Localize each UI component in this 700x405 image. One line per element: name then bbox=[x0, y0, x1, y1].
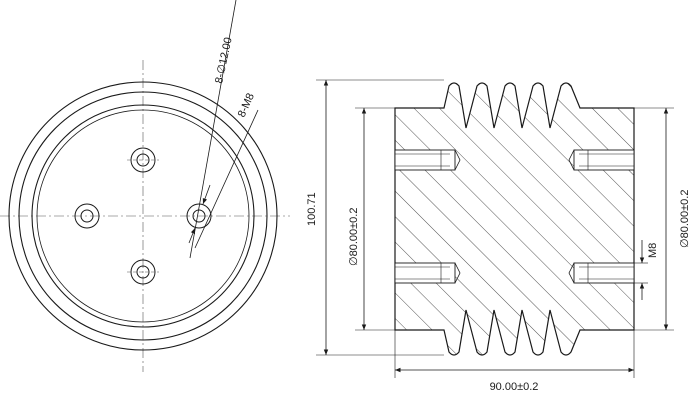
overall-height-label: 100.71 bbox=[306, 192, 318, 226]
insulator-body-section bbox=[394, 82, 635, 356]
overall-height-dimension bbox=[316, 79, 444, 356]
left-diameter-label: ∅80.00±0.2 bbox=[348, 208, 360, 266]
hole-spec-label: 8-∅12.00 bbox=[213, 36, 234, 84]
bolt-hole-bottom bbox=[127, 259, 159, 285]
outer-rim-circle bbox=[8, 81, 278, 351]
overall-width-dimension bbox=[394, 330, 635, 378]
thread-spec-label: 8-M8 bbox=[236, 91, 257, 119]
threaded-insert-bottom-left bbox=[394, 262, 461, 284]
overall-width-label: 90.00±0.2 bbox=[490, 381, 539, 393]
leader-hole-diameter bbox=[189, 0, 237, 259]
section-view: 100.71 ∅80.00±0.2 ∅80.00±0.2 M8 bbox=[306, 79, 691, 393]
bolt-hole-left bbox=[74, 203, 100, 229]
threaded-insert-top-right bbox=[568, 149, 635, 171]
right-diameter-dimension bbox=[634, 107, 674, 331]
end-view: 8-∅12.00 8-M8 bbox=[0, 0, 290, 372]
bolt-hole-right bbox=[186, 203, 212, 229]
leader-arrow-lower bbox=[188, 227, 196, 244]
face-inner-circle bbox=[36, 109, 250, 323]
bolt-hole-top bbox=[127, 147, 159, 173]
right-diameter-label: ∅80.00±0.2 bbox=[679, 190, 691, 248]
threaded-insert-bottom-right bbox=[568, 262, 635, 284]
threaded-insert-top-left bbox=[394, 149, 461, 171]
outer-rim-inner-circle bbox=[18, 91, 268, 341]
leader-arrow-upper bbox=[202, 184, 211, 205]
thread-callout-dimension bbox=[634, 240, 648, 300]
left-diameter-dimension bbox=[355, 107, 395, 331]
thread-callout-label: M8 bbox=[647, 243, 659, 258]
face-circle bbox=[31, 104, 255, 328]
leader-thread bbox=[194, 109, 259, 249]
